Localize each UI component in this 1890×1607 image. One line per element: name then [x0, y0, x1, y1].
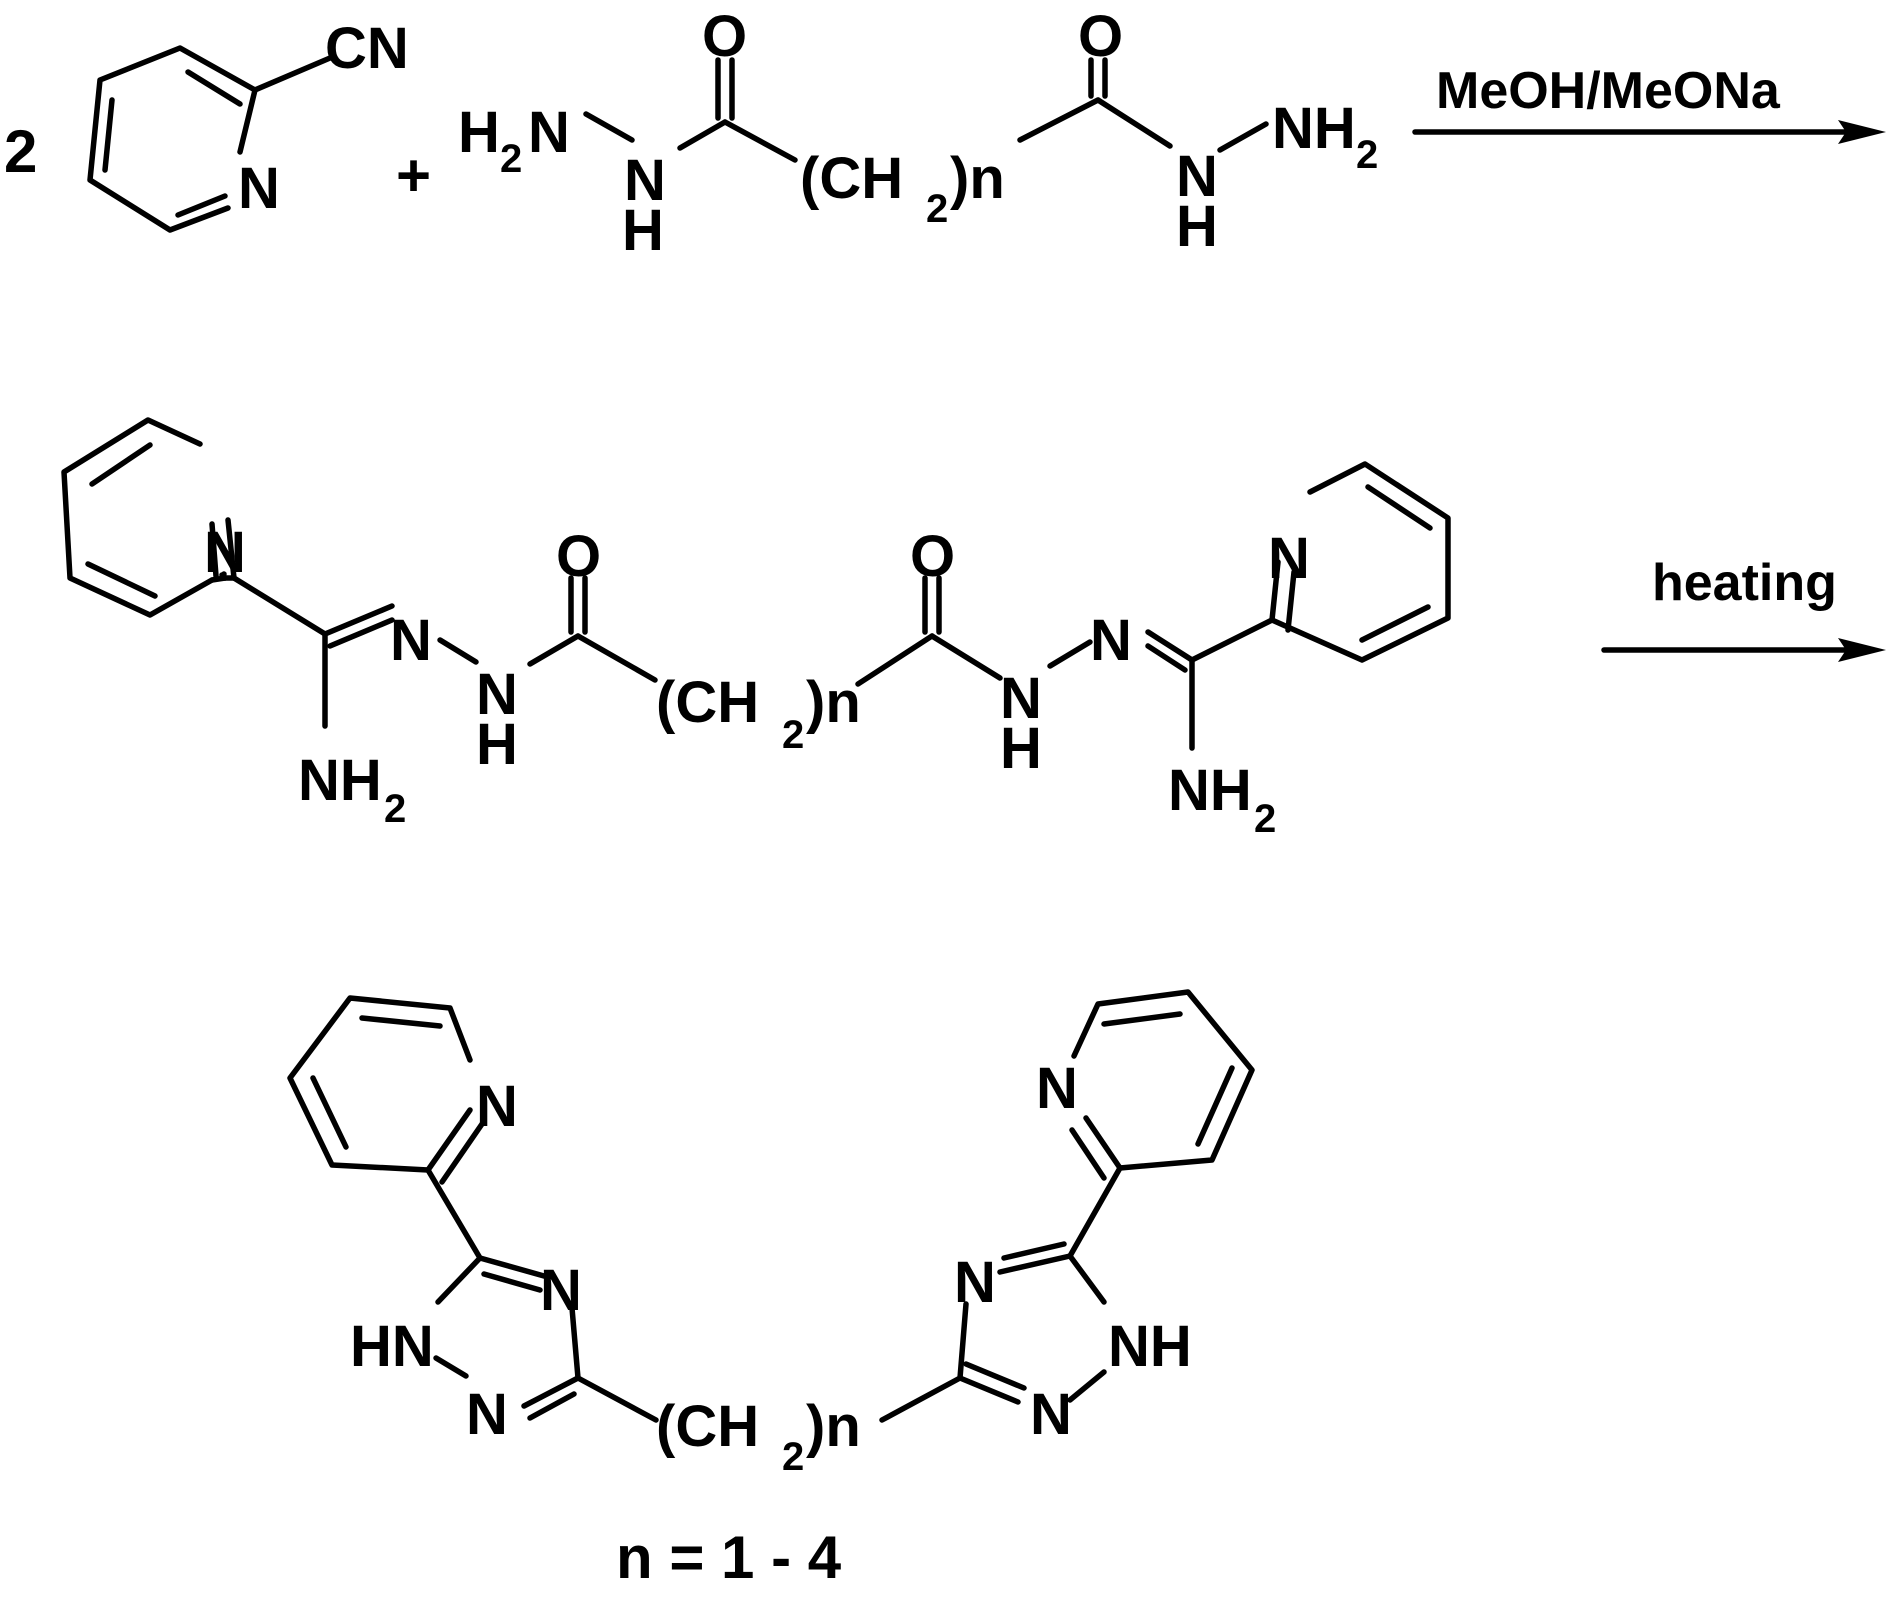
amide-n-left: N	[624, 148, 666, 213]
intermediate-structure: N N N N N H N H O O (CH 2 )n NH 2 NH 2	[61, 417, 1451, 841]
pyridine-n-left: N	[204, 520, 246, 585]
methylene-subscript: 2	[782, 713, 804, 757]
terminal-nh-subscript-right: 2	[1356, 133, 1378, 177]
methylene-open: (CH	[656, 670, 759, 735]
methylene-close: )n	[806, 1394, 861, 1459]
imine-n-left: N	[390, 608, 432, 673]
triazole-n-right: N	[954, 1250, 996, 1315]
carbonyl-o-left: O	[556, 524, 601, 589]
product-structure: N N N N HN NH N N (CH 2 )n	[287, 989, 1255, 1479]
terminal-h-left: H	[458, 100, 500, 165]
triazole-hn-left: HN	[350, 1314, 434, 1379]
carbonyl-o-right: O	[910, 524, 955, 589]
triazole-n-left: N	[540, 1258, 582, 1323]
nitrile-label: CN	[325, 16, 409, 81]
triazole-nh-right: NH	[1108, 1314, 1192, 1379]
hydrazide-h-right: H	[1000, 716, 1042, 781]
hydrazide-n-right: N	[1000, 666, 1042, 731]
amide-h-left: H	[622, 198, 664, 263]
amino-left: NH	[298, 748, 382, 813]
pyridine-n-left: N	[476, 1074, 518, 1139]
pyridine-n-label: N	[238, 156, 280, 221]
methylene-subscript: 2	[926, 187, 948, 231]
amino-subscript-left: 2	[384, 787, 406, 831]
reaction-arrow-step2: heating	[1601, 554, 1886, 662]
methylene-close: )n	[950, 146, 1005, 211]
n-range-footnote: n = 1 - 4	[616, 1524, 842, 1591]
dihydrazide-structure: O O H 2 N N H (CH 2 )n N H NH 2	[458, 4, 1378, 263]
triazole-n-bottom-left: N	[466, 1382, 508, 1447]
terminal-h-subscript-left: 2	[500, 137, 522, 181]
terminal-nh-right: NH	[1272, 96, 1356, 161]
amide-n-right: N	[1176, 144, 1218, 209]
step1-condition: MeOH/MeONa	[1436, 62, 1781, 120]
amino-subscript-right: 2	[1254, 797, 1276, 841]
hydrazide-h-left: H	[476, 712, 518, 777]
pyridine-n-right: N	[1268, 526, 1310, 591]
step2-condition: heating	[1652, 554, 1837, 612]
triazole-n-bottom-right: N	[1030, 1382, 1072, 1447]
amide-h-right: H	[1176, 194, 1218, 259]
plus-sign: +	[396, 142, 431, 209]
methylene-subscript: 2	[782, 1435, 804, 1479]
cyanopyridine-structure: N CN	[87, 16, 409, 233]
pyridine-n-right: N	[1036, 1056, 1078, 1121]
methylene-close: )n	[806, 670, 861, 735]
carbonyl-o-left: O	[702, 4, 747, 69]
amino-right: NH	[1168, 758, 1252, 823]
stoichiometric-coefficient: 2	[4, 118, 37, 185]
imine-n-right: N	[1090, 608, 1132, 673]
methylene-open: (CH	[800, 146, 903, 211]
carbonyl-o-right: O	[1078, 4, 1123, 69]
reaction-arrow-step1: MeOH/MeONa	[1412, 62, 1886, 144]
methylene-open: (CH	[656, 1394, 759, 1459]
hydrazide-n-left: N	[476, 662, 518, 727]
terminal-n-left: N	[528, 100, 570, 165]
